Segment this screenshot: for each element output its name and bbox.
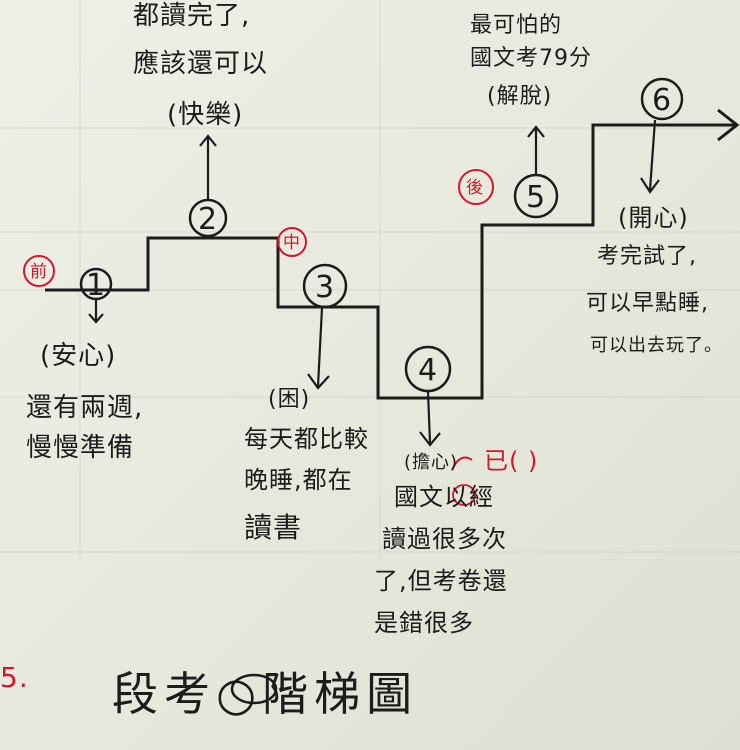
- step-circle-4: [404, 345, 452, 393]
- note-step4-line1: 國文以經: [394, 483, 494, 511]
- arrow-step6-down: [640, 119, 660, 194]
- step-circle-5: [513, 173, 559, 219]
- feeling-step4: (擔心): [404, 452, 459, 473]
- step-circle-3: [302, 263, 348, 309]
- arrow-step4-down: [419, 391, 441, 447]
- step-number-1: 1: [86, 268, 105, 303]
- note-step3-line2: 晚睡,都在: [244, 466, 353, 494]
- note-step1-line2: 慢慢準備: [26, 433, 135, 463]
- phase-circle-before: [23, 255, 55, 287]
- step-number-3: 3: [315, 270, 334, 305]
- step-number-5: 5: [526, 180, 545, 215]
- feeling-step2: (快樂): [167, 100, 244, 130]
- arrow-step2-up: [199, 134, 217, 200]
- arrow-step3-down: [307, 307, 330, 390]
- note-step4-line3: 了,但考卷還: [374, 567, 508, 595]
- correction-note: 已( ): [484, 447, 539, 475]
- note-step3-line3: 讀書: [244, 511, 303, 544]
- phase-circle-after: [458, 169, 494, 205]
- note-step6-line1: 考完試了,: [597, 244, 697, 269]
- section-mark: 5.: [0, 661, 29, 694]
- arrow-step1-down: [88, 300, 104, 324]
- staircase-line: [45, 123, 735, 400]
- phase-label-before: 前: [30, 262, 47, 282]
- step-number-6: 6: [652, 83, 671, 118]
- note-step3-line1: 每天都比較: [244, 425, 369, 453]
- note-step6-line2: 可以早點睡,: [586, 291, 709, 316]
- arrow-head: [717, 108, 740, 142]
- note-step1-line1: 還有兩週,: [26, 393, 144, 423]
- note-step4-line2: 讀過很多次: [382, 525, 507, 553]
- feeling-step6: (開心): [618, 204, 689, 232]
- note-step5-line1: 最可怕的: [470, 13, 563, 38]
- title-blank-circle: [230, 673, 278, 705]
- diagram-title: 段考○階梯圖: [112, 667, 419, 721]
- red-correction-circle: [452, 484, 476, 506]
- step-number-2: 2: [198, 202, 217, 237]
- red-correction-mark: [451, 456, 473, 471]
- step-number-4: 4: [418, 353, 437, 388]
- feeling-step3: (困): [268, 387, 311, 412]
- note-step2-line2: 應該還可以: [133, 49, 269, 79]
- note-step2-line1: 都讀完了,: [133, 1, 251, 31]
- note-step5-line2: 國文考79分: [470, 46, 592, 71]
- note-step4-line4: 是錯很多: [374, 609, 474, 637]
- feeling-step1: (安心): [40, 341, 117, 371]
- phase-label-after: 後: [466, 178, 483, 198]
- phase-label-during: 中: [283, 233, 300, 253]
- step-circle-1: [79, 267, 113, 301]
- arrow-step5-up: [527, 125, 545, 174]
- phase-circle-during: [277, 227, 307, 257]
- note-step6-line3: 可以出去玩了。: [590, 335, 723, 356]
- step-circle-6: [640, 77, 684, 121]
- feeling-step5: (解脫): [487, 84, 553, 109]
